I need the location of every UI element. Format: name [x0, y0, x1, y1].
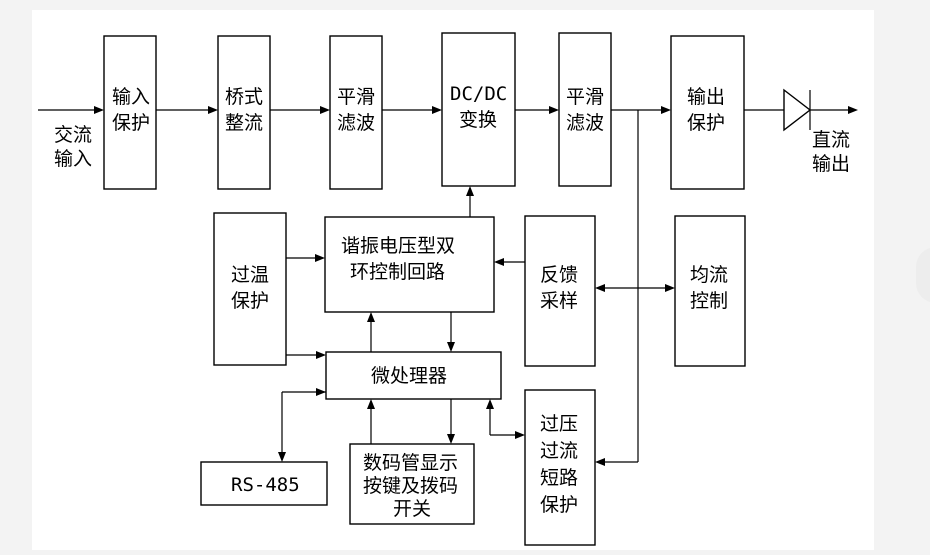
bridge-rectifier-label-2: 整流 [225, 112, 263, 134]
fault-protection-label-1: 过压 [540, 413, 578, 435]
output-label-line1: 直流 [812, 129, 850, 151]
resonant-control-label-2: 环控制回路 [350, 261, 445, 283]
block-diagram: 交流 输入 直流 输出 输入 保护 桥式 整流 平滑 滤波 DC/DC 变换 平… [38, 32, 858, 546]
current-sharing-label-2: 控制 [690, 290, 728, 312]
dcdc-converter-label-1: DC/DC [450, 83, 507, 105]
smoothing-filter-1-box [329, 35, 383, 190]
smoothing-filter-2-label-2: 滤波 [566, 112, 604, 134]
power-path [38, 88, 858, 132]
over-temp-label-1: 过温 [231, 264, 269, 286]
input-label-line1: 交流 [54, 124, 92, 146]
feedback-sampling-box [524, 215, 596, 367]
over-temp-protection-box [213, 212, 287, 366]
fault-protection-label-2: 过流 [540, 440, 578, 462]
display-keys-box [349, 443, 475, 525]
display-keys-label-3: 开关 [393, 498, 431, 520]
display-keys-label-1: 数码管显示 [363, 452, 458, 474]
smoothing-filter-2-label-1: 平滑 [566, 86, 604, 108]
input-protection-box [103, 35, 157, 190]
dcdc-converter-box [441, 32, 516, 187]
input-protection-label-2: 保护 [112, 112, 150, 134]
resonant-control-box [324, 216, 495, 313]
output-label-line2: 输出 [812, 153, 850, 175]
bridge-rectifier-box [217, 35, 271, 190]
diagram-canvas: 交流 输入 直流 输出 输入 保护 桥式 整流 平滑 滤波 DC/DC 变换 平… [32, 10, 874, 550]
fault-protection-box [524, 389, 596, 546]
rs485-label: RS-485 [231, 474, 300, 496]
smoothing-filter-1-label-2: 滤波 [337, 112, 375, 134]
diode-symbol [783, 88, 812, 132]
current-sharing-label-1: 均流 [690, 264, 728, 286]
feedback-sampling-label-2: 采样 [540, 290, 578, 312]
microprocessor-box [325, 351, 502, 400]
output-protection-label-1: 输出 [687, 86, 725, 108]
output-protection-box [670, 35, 745, 190]
scroll-handle[interactable] [916, 247, 930, 303]
input-label-line2: 输入 [54, 148, 92, 170]
resonant-control-label-1: 谐振电压型双 [341, 235, 455, 257]
over-temp-label-2: 保护 [231, 290, 269, 312]
dcdc-converter-label-2: 变换 [459, 109, 497, 131]
fault-protection-label-4: 保护 [540, 494, 578, 516]
current-sharing-box [674, 215, 746, 367]
smoothing-filter-1-label-1: 平滑 [337, 86, 375, 108]
input-protection-label-1: 输入 [112, 86, 150, 108]
rs485-box [200, 461, 328, 506]
output-protection-label-2: 保护 [687, 112, 725, 134]
microprocessor-label: 微处理器 [371, 365, 447, 387]
control-lines [278, 110, 675, 466]
smoothing-filter-2-box [558, 32, 612, 187]
fault-protection-label-3: 短路 [540, 467, 578, 489]
display-keys-label-2: 按键及拨码 [363, 475, 458, 497]
bridge-rectifier-label-1: 桥式 [225, 86, 263, 108]
feedback-sampling-label-1: 反馈 [540, 264, 578, 286]
